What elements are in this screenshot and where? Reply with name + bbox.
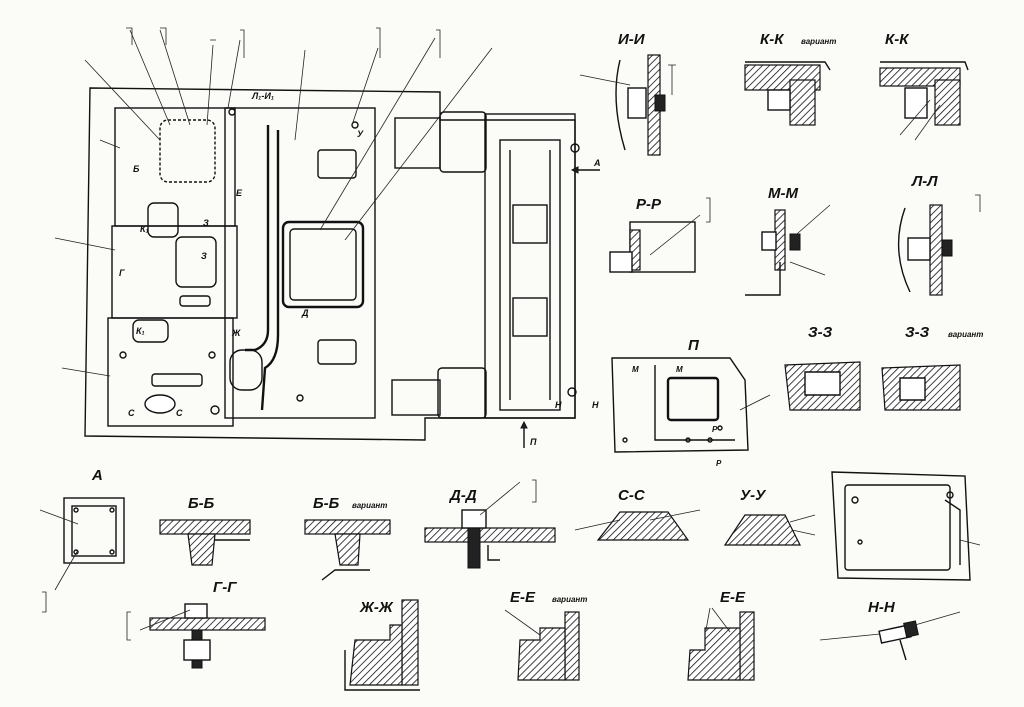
label-k1-lower: К₁ [136, 326, 145, 336]
section-z-z: З-З [784, 324, 861, 411]
section-s-s: С-С [574, 487, 701, 541]
section-m-m-label: М-М [768, 185, 798, 202]
section-b-b-variant: Б-Б вариант [304, 495, 391, 581]
section-k-k-variant-label: К-К [760, 31, 785, 48]
label-z: З [201, 251, 207, 261]
section-ye-ye-variant-word: вариант [552, 595, 587, 604]
section-d-d: Д-Д [424, 479, 556, 569]
section-n-n-label: Н-Н [868, 599, 896, 616]
section-m-m: М-М [745, 185, 831, 296]
section-b-b-label: Б-Б [188, 495, 215, 512]
section-ye-ye-variant-label: Е-Е [510, 589, 536, 606]
section-z-z-label: З-З [808, 324, 833, 341]
section-k-k-variant-word: вариант [801, 37, 836, 46]
label-u: У [357, 129, 364, 139]
section-z-z-variant-word: вариант [948, 330, 983, 339]
label-l1-i1: Л₁-И₁ [251, 91, 274, 101]
label-n-left: Н [555, 400, 562, 410]
view-p-mark-m2: М [676, 365, 683, 374]
section-ye-ye: Е-Е [687, 589, 755, 681]
main-assembly-view: Л₁-И₁ А П Н Н Е Ж К₁ К₁ С С З З У Д Г Б [54, 27, 601, 448]
view-p: П М М Р Р [611, 337, 771, 468]
section-l-l-label: Л-Л [911, 173, 938, 190]
view-p-label: П [688, 337, 700, 354]
label-s-right: С [176, 408, 183, 418]
label-b: Б [133, 164, 140, 174]
section-z-z-variant-label: З-З [905, 324, 930, 341]
section-z-z-variant: З-З вариант [881, 324, 983, 411]
section-s-s-label: С-С [618, 487, 646, 504]
section-ye-ye-label: Е-Е [720, 589, 746, 606]
view-a-label: А [91, 467, 103, 484]
label-ye: Е [236, 188, 243, 198]
view-p-mark-m1: М [632, 365, 639, 374]
label-z-top: З [203, 218, 209, 228]
section-r-r: Р-Р [609, 196, 711, 273]
view-p-mark-r2: Р [716, 459, 722, 468]
section-g-g-label: Г-Г [213, 579, 237, 596]
view-a: А [39, 467, 125, 613]
label-p-arrow: П [530, 437, 537, 447]
section-l-l: Л-Л [897, 173, 981, 296]
section-r-r-label: Р-Р [636, 196, 662, 213]
section-k-k-variant: К-К вариант [744, 31, 836, 126]
section-k-k-label: К-К [885, 31, 910, 48]
label-g: Г [119, 268, 125, 278]
view-p-mark-r1: Р [712, 425, 718, 434]
label-s-left: С [128, 408, 135, 418]
section-n-n: Н-Н [819, 599, 961, 661]
label-n-right: Н [592, 400, 599, 410]
section-u-u-label: У-У [740, 487, 767, 504]
label-k1: К₁ [140, 224, 149, 234]
section-zh-zh-label: Ж-Ж [359, 599, 394, 616]
label-a-arrow: А [593, 158, 601, 168]
section-i-i: И-И [579, 31, 676, 156]
section-b-b-variant-word: вариант [352, 501, 387, 510]
section-i-i-label: И-И [618, 31, 646, 48]
section-b-b: Б-Б [159, 495, 251, 566]
section-b-b-variant-label: Б-Б [313, 495, 340, 512]
section-zh-zh: Ж-Ж [344, 599, 420, 691]
section-u-u: У-У [723, 487, 816, 546]
label-d: Д [301, 308, 309, 318]
section-d-d-label: Д-Д [448, 487, 477, 504]
section-g-g: Г-Г [126, 579, 266, 669]
panel-detail-view [831, 471, 981, 581]
label-zh: Ж [231, 328, 241, 338]
section-k-k: К-К [879, 31, 969, 141]
section-ye-ye-variant: Е-Е вариант [504, 589, 587, 681]
